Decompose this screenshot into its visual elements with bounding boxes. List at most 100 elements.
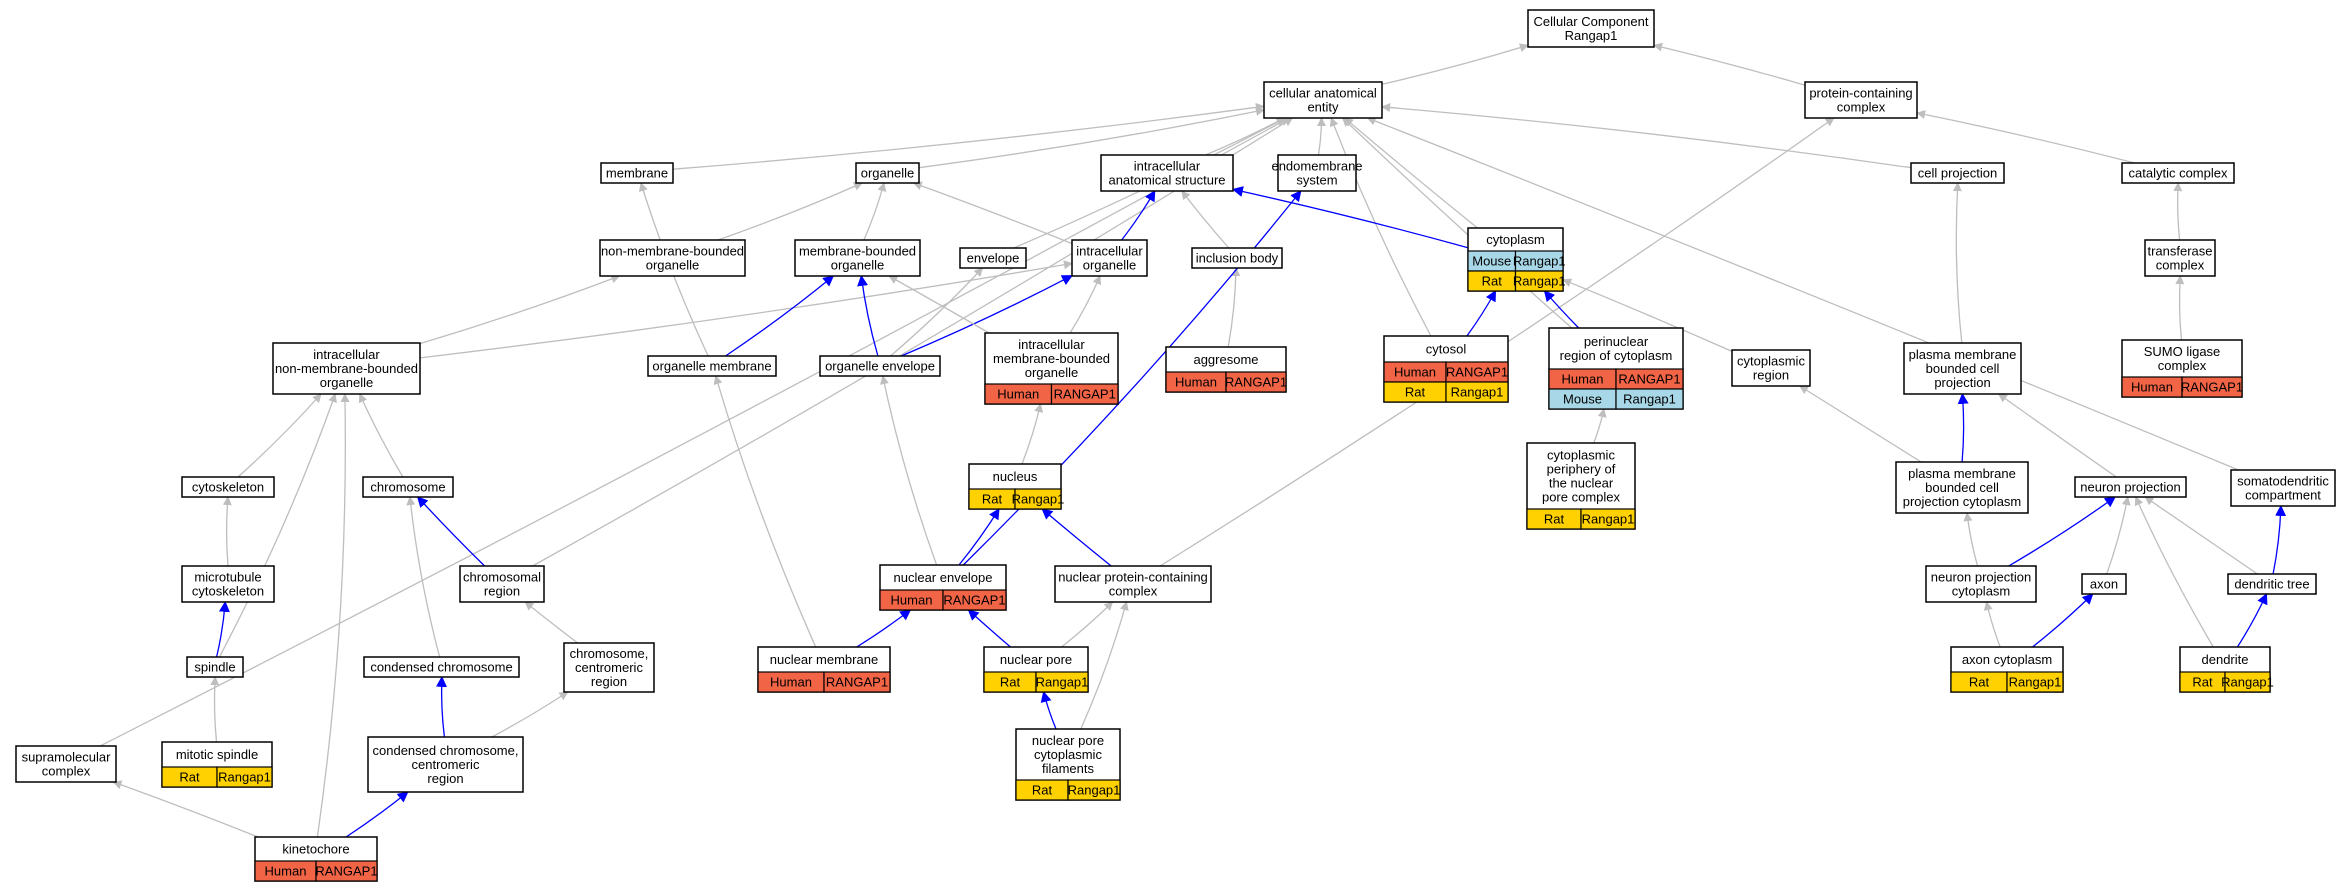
species-label: Human — [1394, 365, 1436, 380]
node-label-line: complex — [2156, 258, 2205, 273]
is-a-edge-somatodendritic-compartment-to-cellular-anatomical-entity — [1366, 116, 2239, 471]
gene-cell — [1050, 383, 1119, 405]
species-label: Mouse — [1472, 254, 1511, 269]
go-term-node-chromosome[interactable]: chromosome — [362, 476, 454, 498]
is-a-edge-transferase-complex-to-catalytic-complex — [2173, 182, 2183, 241]
go-term-node-axon[interactable]: axon — [2081, 573, 2127, 595]
go-term-node-organelle-membrane[interactable]: organelle membrane — [647, 355, 777, 377]
species-label: Mouse — [1563, 392, 1602, 407]
gene-label: RANGAP1 — [1225, 375, 1287, 390]
part-of-edge-cytosol-to-cytoplasm — [1466, 290, 1497, 337]
is-a-edge-chromosome-centromeric-region-to-chromosomal-region — [524, 601, 578, 644]
node-box — [794, 239, 921, 277]
go-term-node-spindle[interactable]: spindle — [186, 656, 244, 678]
go-term-node-inclusion-body[interactable]: inclusion body — [1191, 247, 1283, 269]
species-label: Rat — [1032, 783, 1053, 798]
node-label-line: somatodendritic — [2237, 474, 2329, 489]
node-box — [1895, 461, 2029, 514]
go-term-node-catalytic-complex[interactable]: catalytic complex — [2121, 162, 2235, 184]
node-box — [15, 745, 117, 783]
go-term-node-neuron-projection[interactable]: neuron projection — [2074, 476, 2187, 498]
part-of-edge-cytoplasm-to-intracellular-anatomical-structure — [1231, 186, 1469, 249]
node-label-line: SUMO ligase — [2144, 344, 2221, 359]
node-label-line: region of cytoplasm — [1560, 348, 1673, 363]
species-label: Rat — [2192, 675, 2213, 690]
gene-cell — [2224, 671, 2271, 693]
go-term-node-intracellular-mb-organelle[interactable]: intracellularmembrane-boundedorganelleHu… — [984, 332, 1119, 405]
is-a-edge-pm-bounded-cell-projection-cytoplasm-to-cytoplasmic-region — [1799, 385, 1922, 463]
go-term-node-membrane[interactable]: membrane — [600, 162, 674, 184]
go-term-node-envelope[interactable]: envelope — [959, 247, 1027, 269]
node-label-line: dendrite — [2202, 652, 2249, 667]
is-a-edge-intracellular-anatomical-structure-to-cellular-anatomical-entity — [1205, 117, 1286, 156]
gene-label: Rangap1 — [2009, 675, 2062, 690]
node-label-line: intracellular — [1076, 244, 1143, 259]
edges-layer — [99, 42, 2287, 838]
node-label-line: system — [1296, 173, 1337, 188]
go-term-node-intracellular-nmb-organelle[interactable]: intracellularnon-membrane-boundedorganel… — [272, 342, 421, 395]
node-box — [1804, 81, 1918, 119]
go-term-node-dendritic-tree[interactable]: dendritic tree — [2227, 573, 2317, 595]
node-label-line: the nuclear — [1549, 476, 1614, 491]
go-term-node-cell-projection[interactable]: cell projection — [1910, 162, 2005, 184]
gene-label: Rangap1 — [1068, 783, 1121, 798]
node-label-line: intracellular — [1134, 159, 1201, 174]
node-box — [2230, 469, 2336, 507]
go-term-node-cytoskeleton[interactable]: cytoskeleton — [181, 476, 275, 498]
go-term-node-organelle-envelope[interactable]: organelle envelope — [819, 355, 941, 377]
node-label-line: organelle — [831, 258, 885, 273]
go-term-node-condensed-chromosome[interactable]: condensed chromosome — [363, 656, 520, 678]
gene-label: Rangap1 — [1513, 274, 1566, 289]
go-term-node-organelle[interactable]: organelle — [855, 162, 920, 184]
node-label-line: cytoplasm — [1486, 232, 1545, 247]
node-label-line: cytosol — [1426, 342, 1467, 357]
node-box — [1903, 342, 2022, 395]
gene-cell — [1014, 488, 1062, 510]
node-label-line: filaments — [1042, 761, 1095, 776]
node-label-line: nuclear envelope — [893, 570, 992, 585]
part-of-edge-axon-cytoplasm-to-axon — [2032, 593, 2094, 648]
species-label: Human — [1175, 375, 1217, 390]
